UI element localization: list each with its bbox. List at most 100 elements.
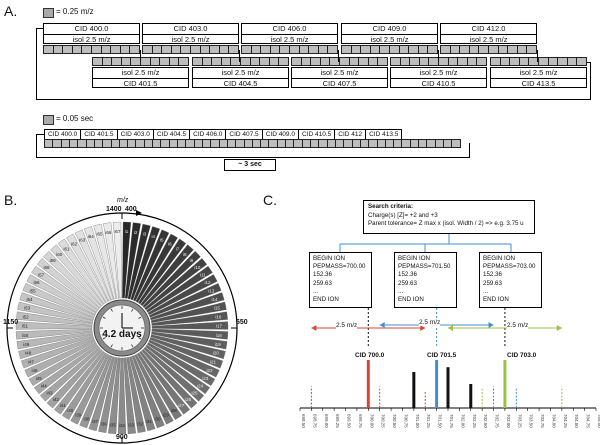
ring-sector-label: i19 <box>215 342 222 347</box>
cid-label: CID 406.0 <box>272 24 307 33</box>
ring-sector <box>17 301 94 323</box>
ring-sector-label: i66 <box>105 230 112 235</box>
ring-sector <box>28 342 98 386</box>
ring-label-1400: 1400 <box>106 206 122 213</box>
ring-sector <box>139 350 190 415</box>
isol-label: isol 2.5 m/z <box>221 68 260 77</box>
ring-sector <box>36 258 100 311</box>
ion-line: PEPMASS=703.00 <box>483 263 536 271</box>
connector-line <box>587 62 591 63</box>
timeline-cell: CID 410.5 <box>299 130 336 139</box>
ion-line: ... <box>483 287 489 295</box>
ion-line: BEGIN ION <box>313 255 345 262</box>
axis-tick-label: 701.00 <box>415 414 420 428</box>
clock-tick <box>138 337 142 340</box>
ion-line: ... <box>398 287 404 295</box>
timeline-cell: CID 406.0 <box>190 130 227 139</box>
width-label-right: 2.5 m/z <box>507 322 529 329</box>
ring-sector <box>46 348 103 409</box>
ring-sector <box>126 357 146 433</box>
ring-sector-label: i50 <box>22 333 29 338</box>
ring-sector <box>124 222 141 299</box>
ring-sector <box>34 344 99 395</box>
ring-sector-label: i25 <box>191 390 198 395</box>
criteria-title: Search criteria: <box>368 203 414 210</box>
timeline-cell: CID 400.0 <box>45 130 82 139</box>
ring-sector <box>146 265 213 313</box>
search-criteria-box: Search criteria: Charge(s) [Z]= +2 and +… <box>363 200 535 234</box>
ring-sector-label: i57 <box>38 272 45 277</box>
ring-sector-label: i36 <box>101 421 108 426</box>
ring-sector <box>24 339 96 378</box>
axis-tick-label: 698.75 <box>312 414 317 428</box>
ring-sector-label: i24 <box>197 383 204 388</box>
axis-tick-label: 700.25 <box>381 414 386 428</box>
ring-sector-label: i4 <box>152 234 156 239</box>
ring-sector-label: i51 <box>22 324 29 329</box>
axis-tick-label: 701.25 <box>426 414 431 428</box>
ring-sector-label: i11 <box>200 272 206 277</box>
ring-sector <box>93 223 117 300</box>
ring-sector-label: i17 <box>216 324 223 329</box>
ring-center-label: 4.2 days <box>102 329 142 340</box>
ring-sector <box>131 355 165 429</box>
ring-label-400: 400 <box>125 206 137 213</box>
cycle-line <box>36 134 44 135</box>
axis-tick-label: 703.00 <box>506 414 511 428</box>
axis-tick-label: 700.00 <box>369 414 374 428</box>
ring-sector-label: i26 <box>185 397 192 402</box>
axis-tick-label: 699.25 <box>335 414 340 428</box>
ring-sector <box>43 250 102 309</box>
ring-sector <box>22 283 95 318</box>
cycle-duration-box: ~ 3 sec <box>224 159 276 171</box>
clock-tick <box>110 308 113 312</box>
cid-label-701: CID 701.5 <box>427 352 457 359</box>
ring-sector <box>148 339 220 378</box>
ring-sector-label: i48 <box>25 351 32 356</box>
ring-sector <box>117 357 127 435</box>
ion-line: 259.63 <box>313 279 332 287</box>
axis-tick-label: 702.00 <box>460 414 465 428</box>
axis-tick-label: 699.00 <box>324 414 329 428</box>
isol-label: isol 2.5 m/z <box>342 34 437 45</box>
axis-tick-label: 703.75 <box>540 414 545 428</box>
ring-sector <box>145 344 210 395</box>
ring-sector <box>123 357 136 434</box>
ion-line: 259.63 <box>398 279 417 287</box>
ring-sector-label: i6 <box>168 242 172 247</box>
ring-sector <box>134 354 174 425</box>
ring-sector-label: i61 <box>63 246 70 251</box>
ring-sector-label: i55 <box>30 288 37 293</box>
timeline-cell: CID 404.5 <box>154 130 191 139</box>
ring-sector <box>142 250 201 309</box>
ion-line: 259.63 <box>483 279 502 287</box>
mz-window-strip <box>142 45 239 54</box>
ring-label-650: 650 <box>236 319 248 326</box>
arrow-head <box>556 325 562 331</box>
ring-sector-label: i20 <box>213 351 220 356</box>
ring-sector <box>144 258 208 311</box>
mz-window-strip <box>390 57 487 66</box>
ring-sector-label: i43 <box>47 390 54 395</box>
ring-sector-label: i14 <box>212 297 219 302</box>
cid-label-700: CID 700.0 <box>355 352 385 359</box>
mz-window-strip <box>92 57 189 66</box>
ring-sector <box>74 229 111 302</box>
cid-label: CID 410.5 <box>391 78 486 89</box>
ring-sector <box>136 352 182 420</box>
ring-sector <box>50 244 104 307</box>
ring-sector <box>127 223 151 300</box>
ring-sector-label: i2 <box>134 230 138 235</box>
ring-sector <box>15 328 93 340</box>
ring-sector <box>138 238 187 305</box>
ring-sector-label: i3 <box>143 232 147 237</box>
ring-sector <box>151 328 229 340</box>
ring-sector-label: i46 <box>31 368 38 373</box>
ion-line: END ION <box>398 296 424 304</box>
timeline-cell: CID 413.5 <box>369 131 399 138</box>
ring-sector-label: i28 <box>171 408 178 413</box>
